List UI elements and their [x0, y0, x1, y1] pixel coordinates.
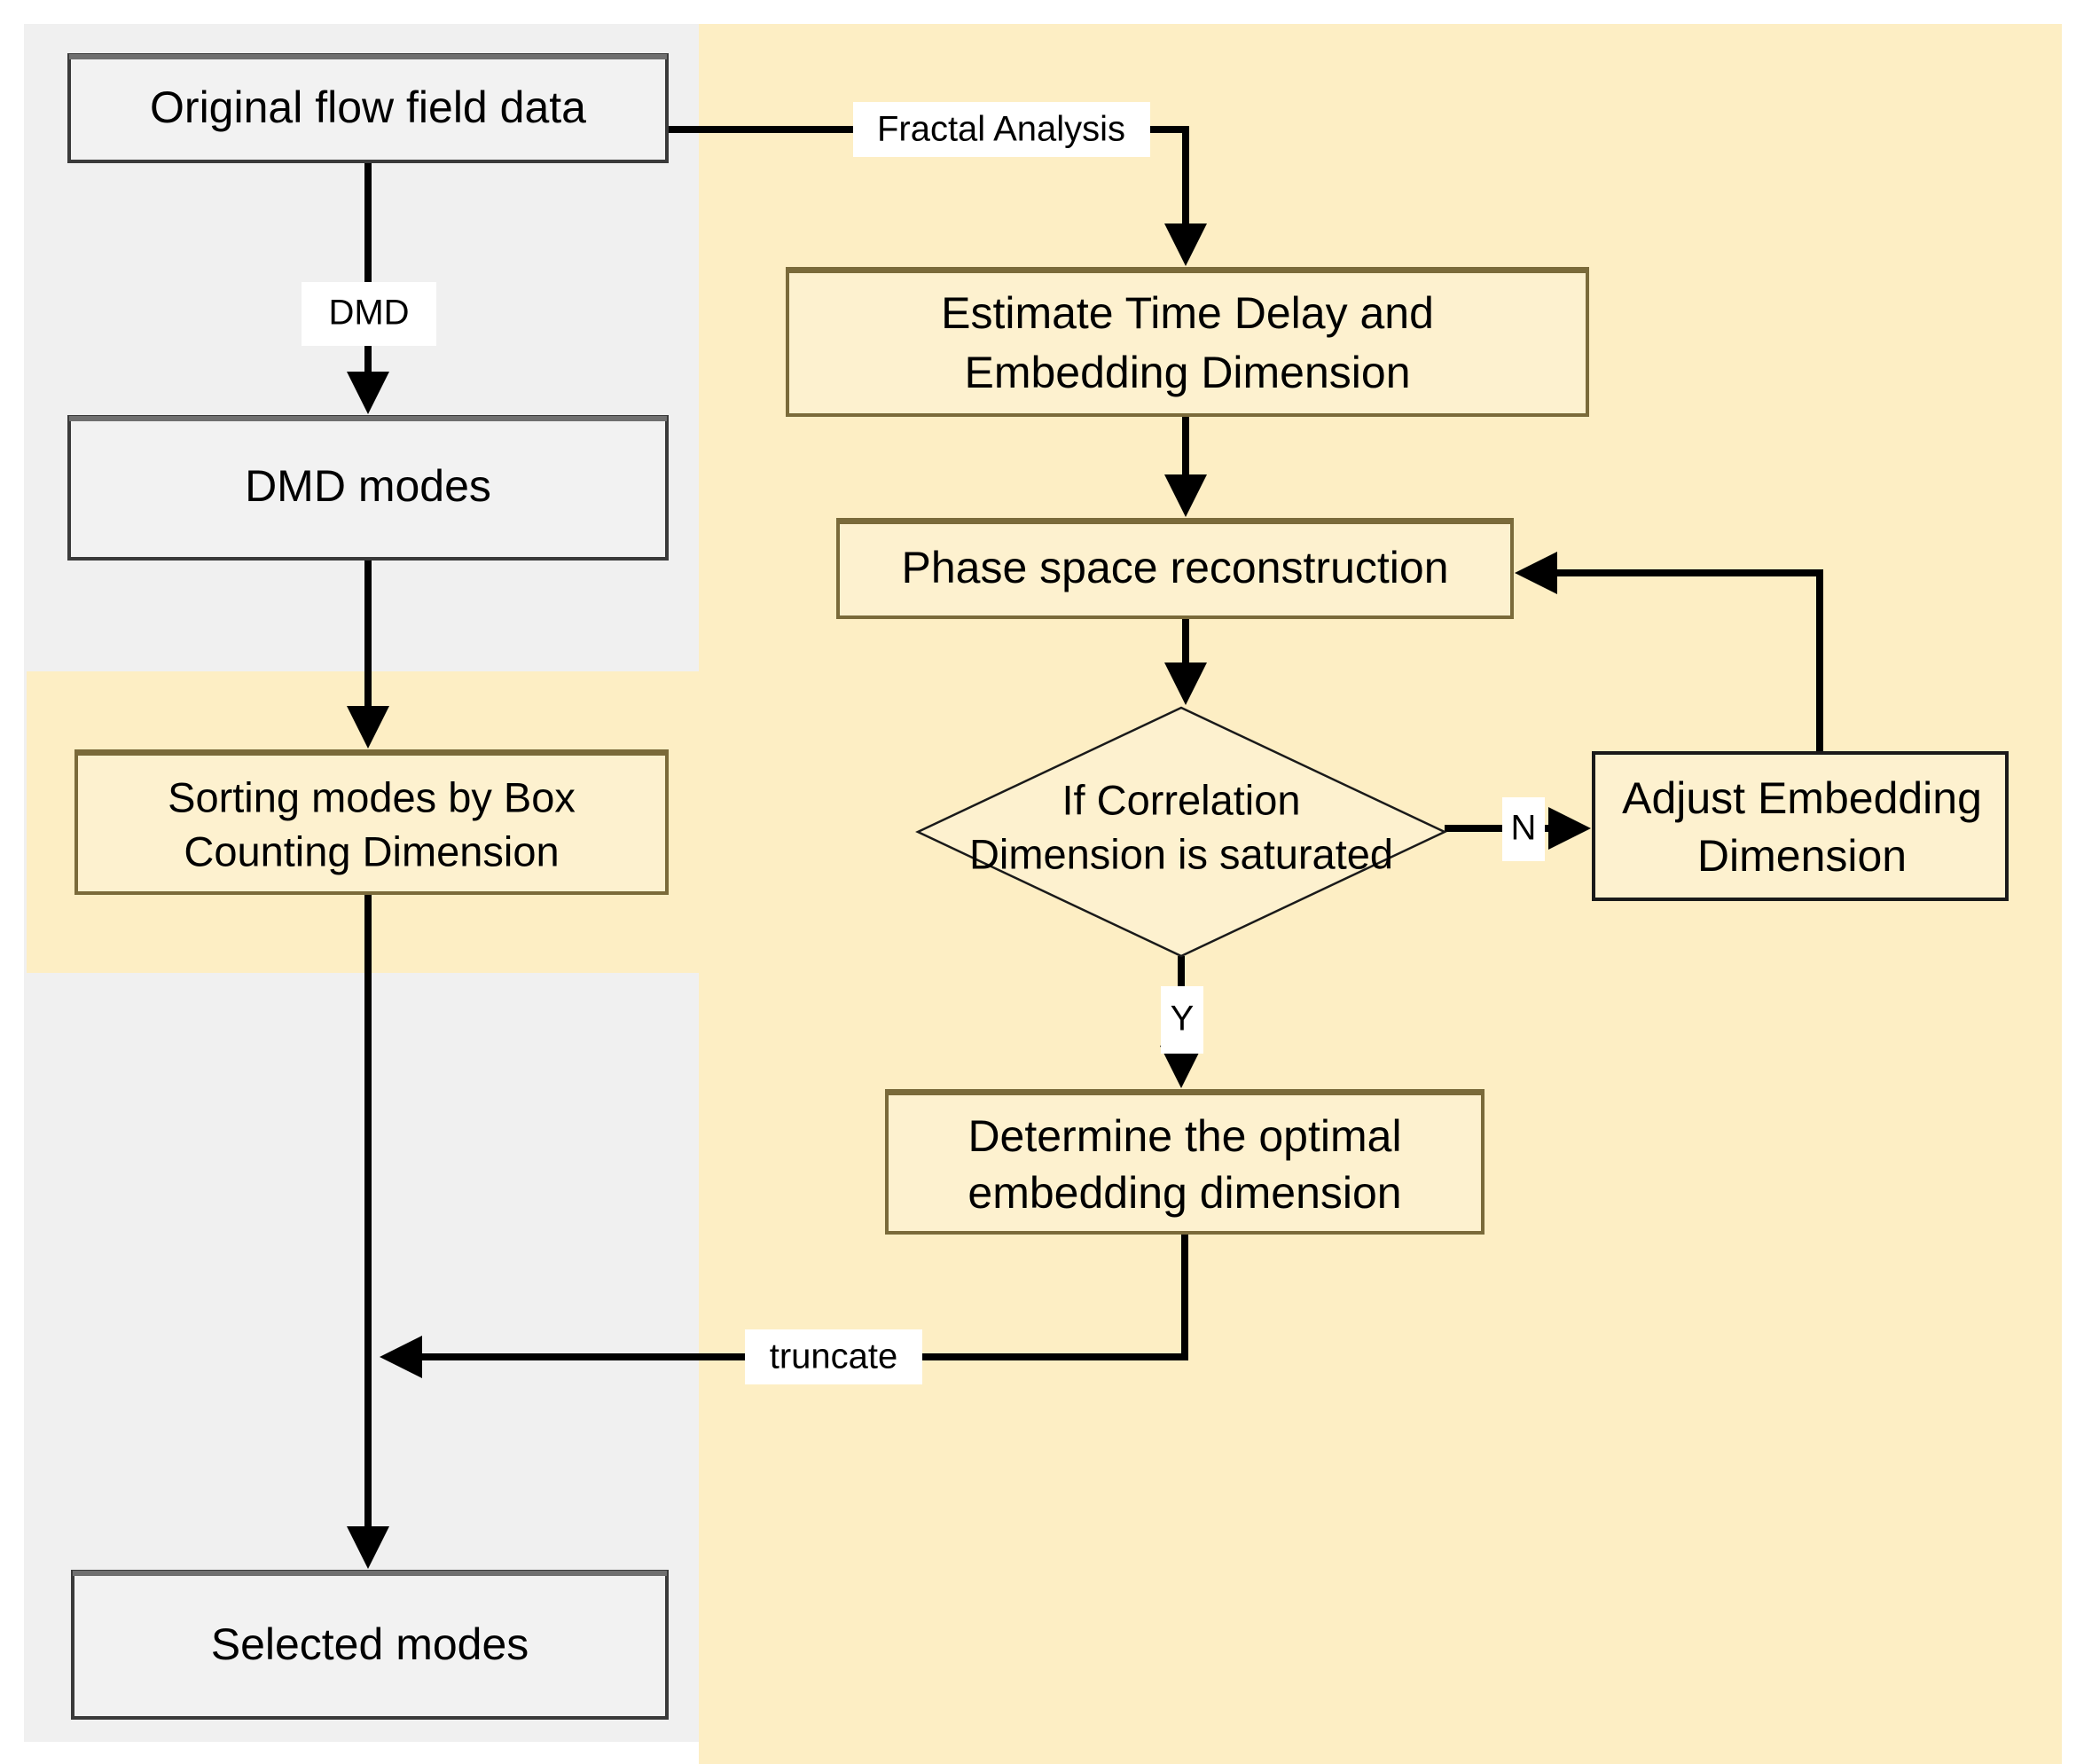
node-label-determine-line2: embedding dimension: [967, 1168, 1401, 1218]
edge-label-truncate-text: truncate: [770, 1337, 898, 1376]
node-label-decision-line1: If Correlation: [1062, 776, 1300, 823]
node-sorting-modes-by-box-counting-dimension[interactable]: Sorting modes by Box Counting Dimension: [74, 749, 669, 895]
node-label-phase-space-reconstruction: Phase space reconstruction: [901, 543, 1448, 592]
node-label-determine-line1: Determine the optimal: [967, 1111, 1401, 1161]
node-label-decision-line2: Dimension is saturated: [969, 830, 1393, 877]
node-label-selected-modes: Selected modes: [211, 1619, 529, 1669]
edge-determine-to-sorting-truncate: [380, 1233, 1188, 1378]
node-label-adjust-line2: Dimension: [1697, 831, 1907, 881]
edge-label-fractal-analysis-text: Fractal Analysis: [877, 110, 1125, 149]
edge-label-dmd-text: DMD: [328, 294, 409, 333]
node-label-sorting-modes-line2: Counting Dimension: [184, 827, 559, 874]
node-original-flow-field-data[interactable]: Original flow field data: [67, 53, 669, 163]
edge-label-no-branch: N: [1502, 797, 1545, 861]
node-estimate-time-delay-and-embedding-dimension[interactable]: Estimate Time Delay and Embedding Dimens…: [786, 267, 1589, 417]
nodes-layer: Original flow field data DMD modes Sorti…: [67, 53, 2009, 1720]
node-label-estimate-line1: Estimate Time Delay and: [941, 288, 1434, 338]
node-label-adjust-line1: Adjust Embedding: [1622, 773, 1982, 823]
node-if-correlation-dimension-is-saturated[interactable]: If Correlation Dimension is saturated: [915, 706, 1447, 958]
edge-labels-layer: Fractal Analysis DMD N Y truncate: [302, 102, 1545, 1384]
node-determine-the-optimal-embedding-dimension[interactable]: Determine the optimal embedding dimensio…: [885, 1089, 1485, 1235]
node-adjust-embedding-dimension[interactable]: Adjust Embedding Dimension: [1592, 751, 2009, 901]
edge-label-fractal-analysis: Fractal Analysis: [853, 102, 1150, 157]
edge-label-no-branch-text: N: [1511, 809, 1537, 848]
edge-label-truncate: truncate: [745, 1329, 922, 1384]
node-label-sorting-modes-line1: Sorting modes by Box: [168, 773, 576, 820]
edge-label-yes-branch: Y: [1161, 986, 1203, 1054]
edge-adjust-to-phase-space: [1515, 552, 1823, 753]
edge-label-yes-branch-text: Y: [1171, 1000, 1195, 1039]
node-label-dmd-modes: DMD modes: [245, 461, 491, 511]
node-selected-modes[interactable]: Selected modes: [71, 1570, 669, 1720]
node-dmd-modes[interactable]: DMD modes: [67, 415, 669, 561]
edge-original-to-estimate: [667, 126, 1207, 266]
edge-label-dmd: DMD: [302, 282, 436, 346]
node-label-estimate-line2: Embedding Dimension: [964, 348, 1410, 397]
node-label-original-flow-field-data: Original flow field data: [150, 82, 586, 132]
node-phase-space-reconstruction[interactable]: Phase space reconstruction: [836, 518, 1514, 619]
